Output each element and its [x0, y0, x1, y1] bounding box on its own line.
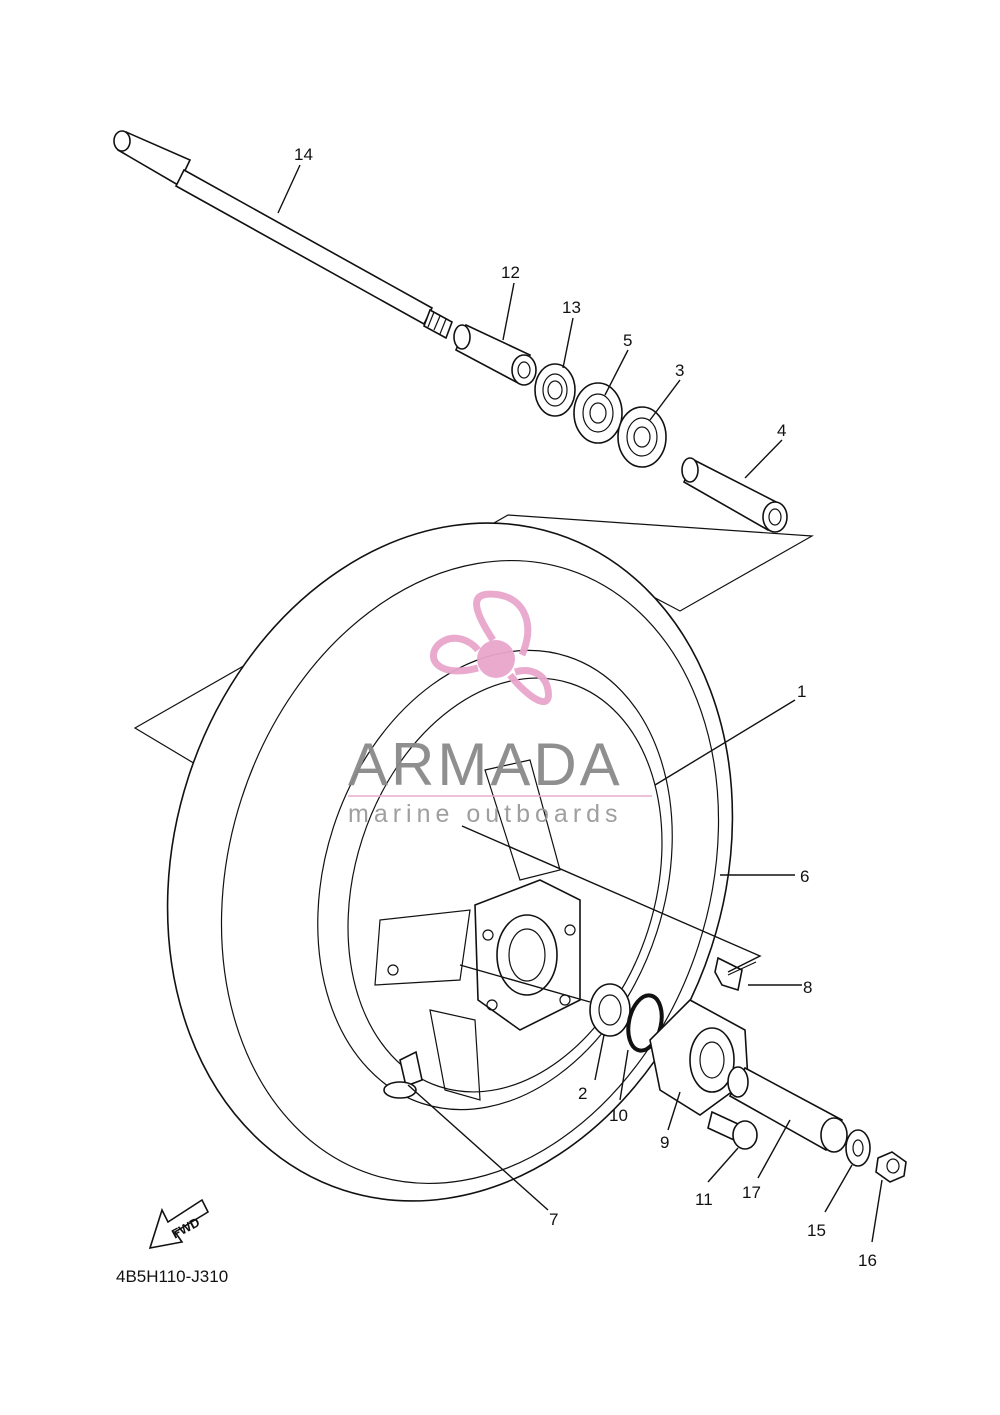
callout-12: 12	[501, 263, 520, 282]
bolt-part[interactable]	[707, 1110, 758, 1150]
fwd-arrow: FWD	[148, 1198, 210, 1250]
washer-part[interactable]	[845, 1129, 871, 1167]
sensor-rotor-part[interactable]	[649, 999, 749, 1116]
explode-frame	[133, 514, 815, 781]
callout-10: 10	[609, 1106, 628, 1125]
callout-15: 15	[807, 1221, 826, 1240]
o-ring-part[interactable]	[624, 992, 667, 1053]
callout-2: 2	[578, 1084, 587, 1103]
callout-16: 16	[858, 1251, 877, 1270]
valve-part[interactable]	[383, 1050, 423, 1099]
collar-part[interactable]	[453, 323, 537, 386]
callout-6: 6	[800, 867, 809, 886]
callout-8: 8	[803, 978, 812, 997]
collar-17-part[interactable]	[727, 1066, 848, 1153]
spacer-part[interactable]	[681, 457, 788, 533]
oil-seal-part[interactable]	[534, 363, 576, 417]
callout-numbers: 1 2 3 4 5 6 7 8 9 10 11 12 13 14 15 16 1…	[294, 145, 877, 1270]
callout-13: 13	[562, 298, 581, 317]
callout-9: 9	[660, 1133, 669, 1152]
bearing-5-part[interactable]	[573, 382, 623, 444]
watermark-brand: ARMADA	[348, 731, 623, 798]
nut-part[interactable]	[875, 1151, 907, 1183]
bearing-2-part[interactable]	[589, 983, 631, 1037]
tire-part[interactable]	[82, 449, 818, 1275]
propeller-logo-icon	[430, 590, 552, 705]
callout-11: 11	[695, 1190, 713, 1209]
watermark: ARMADA marine outboards	[348, 590, 652, 828]
clip-part[interactable]	[714, 956, 757, 992]
diagram-code: 4B5H110-J310	[116, 1267, 228, 1286]
callout-7: 7	[549, 1210, 558, 1229]
axle-part[interactable]	[113, 130, 453, 340]
callout-14: 14	[294, 145, 313, 164]
bearing-3-part[interactable]	[617, 406, 667, 468]
callout-1: 1	[797, 682, 806, 701]
callout-4: 4	[777, 421, 786, 440]
callout-5: 5	[623, 331, 632, 350]
callout-3: 3	[675, 361, 684, 380]
leader-lines	[277, 164, 883, 1243]
watermark-tagline: marine outboards	[348, 800, 623, 828]
wheel-rim-part[interactable]	[261, 604, 730, 1156]
callout-17: 17	[742, 1183, 761, 1202]
